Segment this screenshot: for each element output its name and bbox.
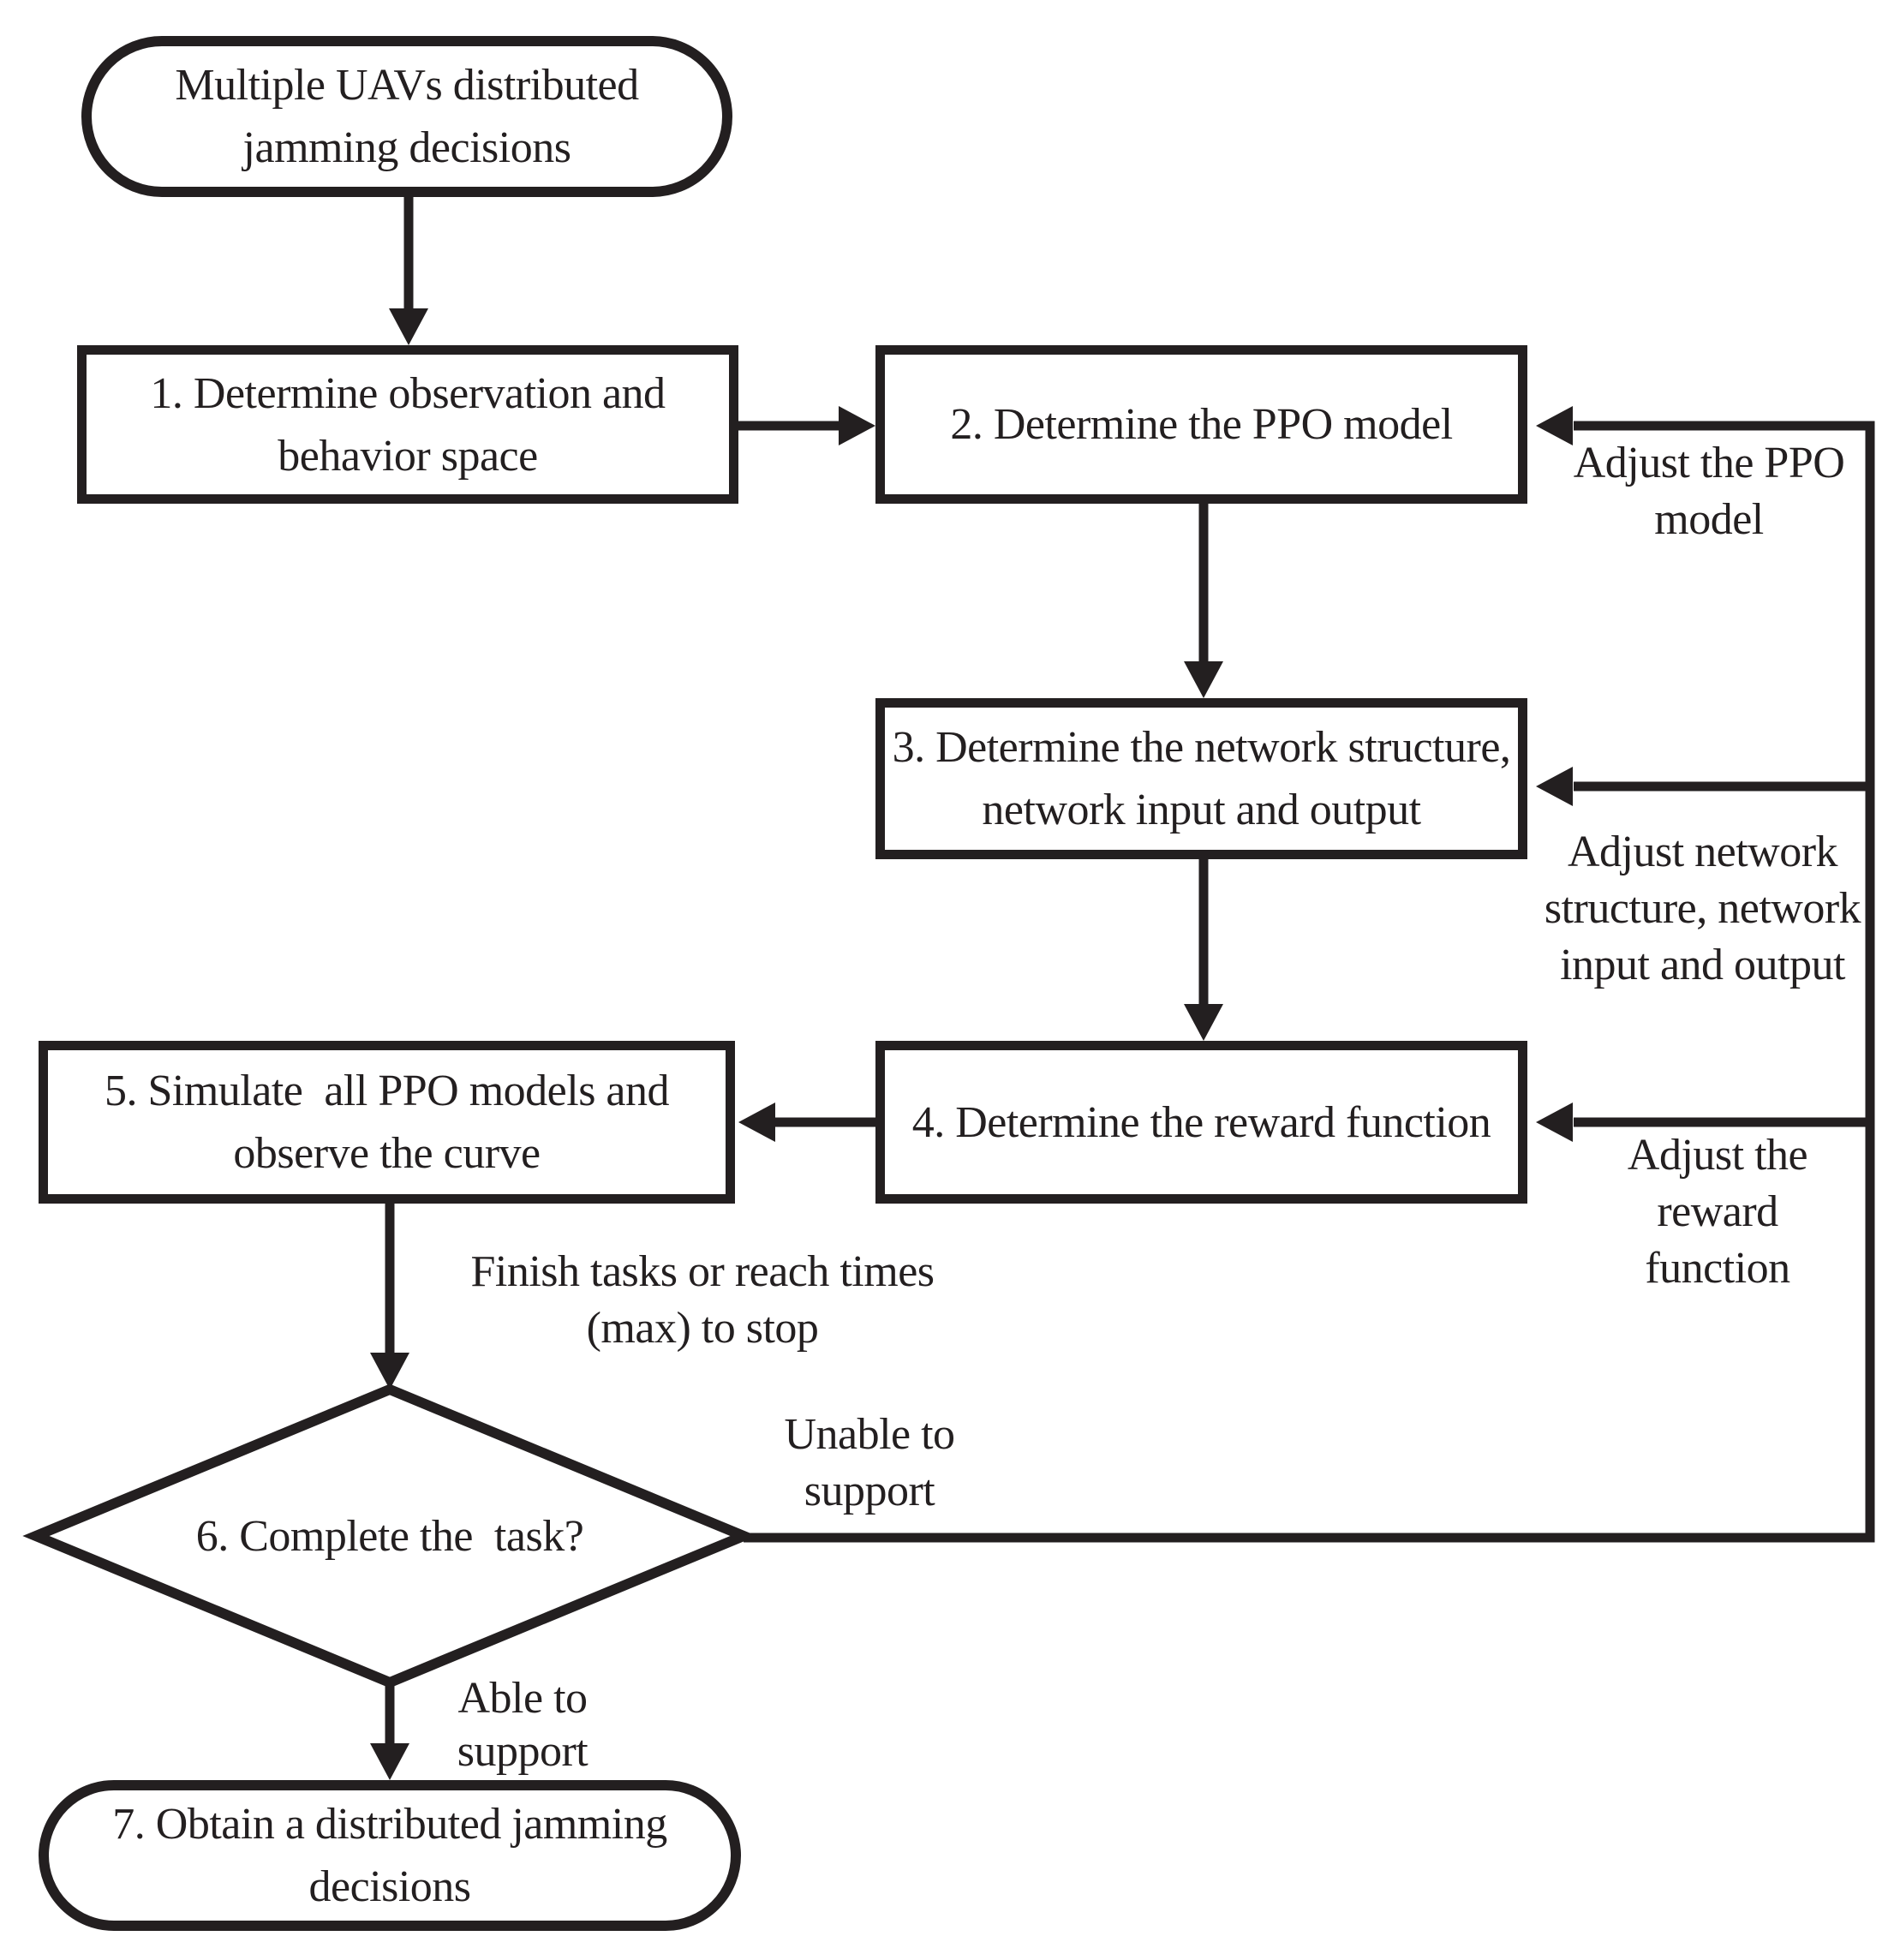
label-line: Adjust the PPO bbox=[1573, 439, 1845, 487]
step-4-text: 4. Determine the reward function bbox=[911, 1097, 1491, 1147]
end-node-text: 7. Obtain a distributed jamming bbox=[112, 1800, 667, 1849]
label-line: reward bbox=[1657, 1187, 1778, 1236]
arrowhead-step3-to-step4 bbox=[1184, 1004, 1223, 1041]
label-line: structure, network bbox=[1544, 884, 1861, 933]
start-node: Multiple UAVs distributed jamming decisi… bbox=[81, 36, 732, 197]
label-line: Adjust network bbox=[1567, 828, 1838, 876]
step-4-box: 4. Determine the reward function bbox=[875, 1041, 1527, 1204]
arrowhead-step2-to-step3 bbox=[1184, 661, 1223, 698]
arrowhead-step4-to-step5 bbox=[738, 1102, 775, 1142]
feedback-trunk-line bbox=[744, 421, 1875, 1543]
label-adjust-network: Adjust network structure, network input … bbox=[1525, 824, 1880, 994]
step-1-box: 1. Determine observation and behavior sp… bbox=[77, 345, 738, 504]
label-line: (max) to stop bbox=[586, 1304, 819, 1353]
decision-node: 6. Complete the task? bbox=[36, 1389, 744, 1682]
label-line: Unable to bbox=[784, 1410, 955, 1459]
arrowhead-decision-to-end bbox=[370, 1743, 409, 1780]
label-line: support bbox=[457, 1727, 589, 1776]
arrowhead-feedback-to-step3 bbox=[1536, 767, 1573, 806]
decision-text: 6. Complete the task? bbox=[195, 1511, 584, 1561]
label-finish-tasks: Finish tasks or reach times (max) to sto… bbox=[437, 1244, 968, 1357]
label-line: Able to bbox=[457, 1674, 588, 1723]
label-line: input and output bbox=[1560, 941, 1845, 989]
arrowhead-feedback-to-step4 bbox=[1536, 1102, 1573, 1142]
start-node-text: Multiple UAVs distributed bbox=[175, 61, 639, 110]
arrowhead-feedback-to-step2 bbox=[1536, 406, 1573, 445]
label-adjust-reward: Adjust the reward function bbox=[1585, 1127, 1850, 1297]
label-adjust-ppo-model: Adjust the PPO model bbox=[1542, 435, 1876, 548]
step-5-text: observe the curve bbox=[233, 1129, 541, 1178]
step-2-text: 2. Determine the PPO model bbox=[950, 400, 1453, 449]
step-5-text: 5. Simulate all PPO models and bbox=[104, 1067, 670, 1115]
arrowhead-step1-to-step2 bbox=[839, 406, 875, 445]
arrowhead-step5-to-decision bbox=[370, 1353, 409, 1389]
step-5-box: 5. Simulate all PPO models and observe t… bbox=[39, 1041, 735, 1204]
step-1-text: 1. Determine observation and bbox=[150, 368, 666, 418]
step-2-box: 2. Determine the PPO model bbox=[875, 345, 1527, 504]
end-node-text: decisions bbox=[308, 1862, 471, 1911]
start-node-text: jamming decisions bbox=[242, 123, 571, 172]
step-3-text: network input and output bbox=[982, 786, 1421, 834]
label-line: Adjust the bbox=[1627, 1131, 1808, 1180]
label-line: model bbox=[1654, 495, 1764, 544]
step-3-text: 3. Determine the network structure, bbox=[892, 723, 1511, 772]
step-1-text: behavior space bbox=[278, 431, 538, 481]
label-line: support bbox=[804, 1467, 935, 1515]
label-line: Finish tasks or reach times bbox=[470, 1247, 935, 1296]
step-3-box: 3. Determine the network structure, netw… bbox=[875, 698, 1527, 859]
label-line: function bbox=[1645, 1244, 1790, 1293]
end-node: 7. Obtain a distributed jamming decision… bbox=[39, 1780, 741, 1931]
label-unable-to-support: Unable to support bbox=[745, 1407, 994, 1520]
decision-diamond-shape bbox=[22, 1383, 757, 1688]
label-able-to-support: Able to support bbox=[428, 1672, 617, 1778]
arrowhead-start-to-step1 bbox=[389, 308, 428, 345]
